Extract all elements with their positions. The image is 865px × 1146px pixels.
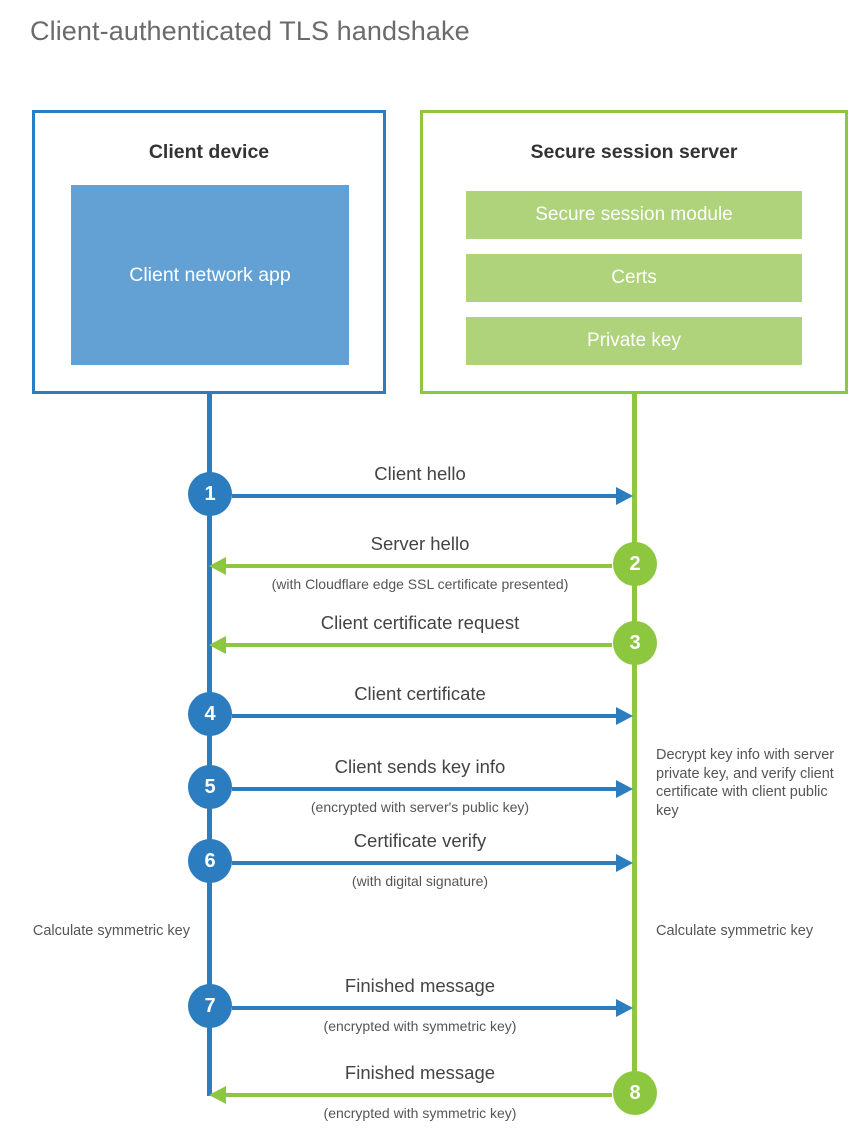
step-badge-1[interactable]: 1 — [188, 472, 232, 516]
message-sublabel-6: (with digital signature) — [351, 873, 489, 889]
step-badge-4[interactable]: 4 — [188, 692, 232, 736]
arrow-head-icon-7 — [616, 999, 633, 1017]
arrow-shaft-6 — [232, 861, 622, 865]
secure-session-server-box: Secure session server Secure session mod… — [420, 110, 848, 394]
message-label-2: Server hello — [370, 533, 470, 554]
server-bar-certs: Certs — [466, 254, 802, 302]
message-label-6: Certificate verify — [353, 830, 487, 851]
step-badge-6[interactable]: 6 — [188, 839, 232, 883]
note-calculate-symmetric-key-server: Calculate symmetric key — [656, 923, 814, 939]
arrow-head-icon-8 — [209, 1086, 226, 1104]
arrow-shaft-2 — [220, 564, 612, 568]
arrow-shaft-1 — [232, 494, 622, 498]
arrow-head-icon-6 — [616, 854, 633, 872]
client-device-title: Client device — [148, 141, 270, 163]
message-sublabel-7: (encrypted with symmetric key) — [323, 1018, 517, 1034]
message-label-5: Client sends key info — [334, 756, 506, 777]
page-title: Client-authenticated TLS handshake — [30, 16, 470, 46]
note-calculate-symmetric-key-client: Calculate symmetric key — [32, 923, 190, 939]
arrow-shaft-8 — [220, 1093, 612, 1097]
message-label-1: Client hello — [374, 463, 466, 484]
arrow-head-icon-4 — [616, 707, 633, 725]
message-label-4: Client certificate — [354, 683, 486, 704]
arrow-shaft-4 — [232, 714, 622, 718]
server-bar-secure-session-module: Secure session module — [466, 191, 802, 239]
step-badge-2[interactable]: 2 — [613, 542, 657, 586]
arrow-head-icon-1 — [616, 487, 633, 505]
server-bar-private-key: Private key — [466, 317, 802, 365]
message-sublabel-8: (encrypted with symmetric key) — [323, 1105, 517, 1121]
arrow-head-icon-5 — [616, 780, 633, 798]
client-network-app-block: Client network app — [71, 185, 349, 365]
server-lifeline — [632, 391, 637, 1096]
step-badge-8[interactable]: 8 — [613, 1071, 657, 1115]
step-badge-3[interactable]: 3 — [613, 621, 657, 665]
arrow-shaft-7 — [232, 1006, 622, 1010]
message-label-8: Finished message — [344, 1062, 496, 1083]
client-device-box: Client device Client network app — [32, 110, 386, 394]
client-network-app-label: Client network app — [129, 263, 291, 286]
arrow-shaft-3 — [220, 643, 612, 647]
arrow-shaft-5 — [232, 787, 622, 791]
step-badge-7[interactable]: 7 — [188, 984, 232, 1028]
step-badge-5[interactable]: 5 — [188, 765, 232, 809]
message-label-7: Finished message — [344, 975, 496, 996]
message-sublabel-2: (with Cloudflare edge SSL certificate pr… — [271, 576, 569, 592]
arrow-head-icon-2 — [209, 557, 226, 575]
message-sublabel-5: (encrypted with server's public key) — [310, 799, 530, 815]
client-lifeline — [207, 391, 212, 1096]
message-label-3: Client certificate request — [320, 612, 520, 633]
arrow-head-icon-3 — [209, 636, 226, 654]
note-decrypt-key-info: Decrypt key info with server private key… — [656, 747, 835, 819]
secure-session-server-title: Secure session server — [530, 141, 738, 163]
